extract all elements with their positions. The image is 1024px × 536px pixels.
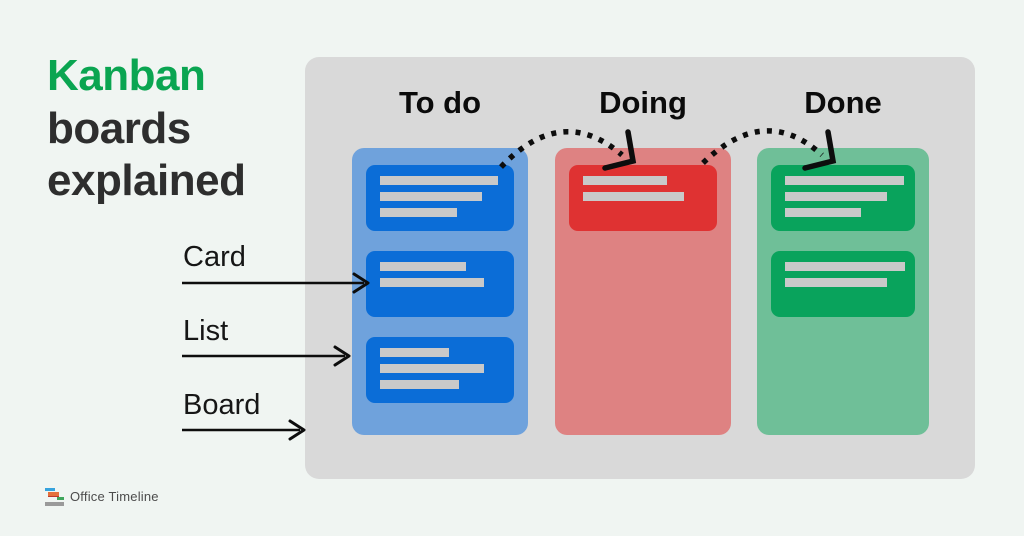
- card-text-line: [380, 176, 498, 185]
- card-text-line: [380, 364, 484, 373]
- card-text-line: [785, 176, 904, 185]
- card-text-line: [380, 380, 459, 389]
- icon-bar-green: [57, 497, 64, 500]
- card-text-line: [380, 208, 457, 217]
- kanban-card: [366, 337, 514, 403]
- kanban-column: [757, 148, 929, 435]
- kanban-card: [771, 165, 915, 231]
- card-text-line: [583, 176, 667, 185]
- column-header: Done: [804, 85, 882, 120]
- column-header: Doing: [599, 85, 687, 120]
- card-text-line: [785, 192, 887, 201]
- kanban-card: [771, 251, 915, 317]
- kanban-card: [569, 165, 717, 231]
- brand-name: Office Timeline: [70, 489, 159, 504]
- legend-arrow-board: [182, 419, 306, 441]
- card-text-line: [583, 192, 684, 201]
- arrowhead-icon: [288, 419, 306, 441]
- gantt-chart-icon: [44, 487, 64, 508]
- kanban-card: [366, 251, 514, 317]
- card-text-line: [785, 262, 905, 271]
- title-line-3: explained: [47, 156, 246, 205]
- card-text-line: [380, 348, 449, 357]
- icon-bar-orange: [48, 492, 59, 497]
- title-highlight: Kanban: [47, 51, 206, 100]
- icon-bar-gray: [45, 502, 64, 506]
- brand-logo: Office Timeline: [44, 487, 244, 509]
- kanban-column: [555, 148, 731, 435]
- legend-label-card: Card: [183, 241, 246, 273]
- card-text-line: [380, 262, 466, 271]
- card-text-line: [785, 278, 887, 287]
- kanban-column: [352, 148, 528, 435]
- kanban-board: To do Doing Done: [305, 57, 975, 479]
- card-text-line: [380, 278, 484, 287]
- card-text-line: [380, 192, 482, 201]
- card-text-line: [785, 208, 861, 217]
- legend-label-board: Board: [183, 389, 261, 421]
- legend-label-list: List: [183, 315, 229, 347]
- title-line-2: boards: [47, 104, 191, 153]
- column-header: To do: [398, 85, 482, 120]
- kanban-card: [366, 165, 514, 231]
- icon-bar-blue: [45, 488, 55, 491]
